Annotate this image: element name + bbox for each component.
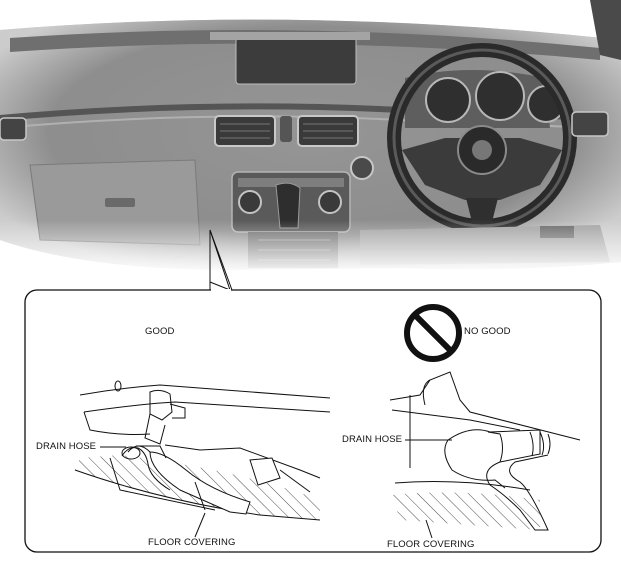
no-good-heading: NO GOOD bbox=[464, 326, 511, 337]
good-illustration bbox=[74, 380, 331, 538]
no-good-drain-hose-label: DRAIN HOSE bbox=[342, 434, 403, 445]
infotainment-screen bbox=[235, 37, 357, 85]
center-air-vents bbox=[214, 115, 359, 147]
good-floor-covering-label: FLOOR COVERING bbox=[148, 537, 236, 548]
good-drain-hose-label: DRAIN HOSE bbox=[36, 441, 97, 452]
good-heading: GOOD bbox=[145, 326, 175, 337]
no-good-floor-covering-label: FLOOR COVERING bbox=[387, 539, 475, 550]
no-good-illustration bbox=[389, 371, 581, 539]
prohibited-icon bbox=[404, 304, 462, 362]
no-good-floor-covering bbox=[392, 492, 540, 530]
dashboard-photo bbox=[0, 0, 621, 275]
